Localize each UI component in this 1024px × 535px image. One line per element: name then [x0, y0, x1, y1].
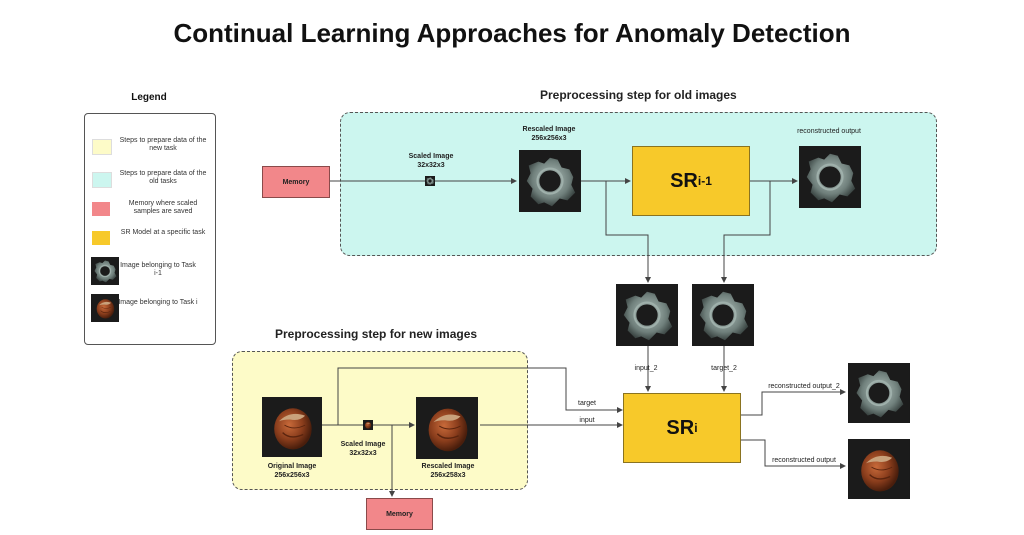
legend-text-sr-model: SR Model at a specific task [120, 229, 206, 236]
target-2-label: target_2 [711, 365, 737, 372]
old-scaled-image-label: Scaled Image [408, 153, 454, 160]
new-images-region-label: Preprocessing step for new images [275, 327, 478, 341]
legend-text-memory: Memory where scaled samples are saved [128, 200, 198, 215]
legend-gear-part-icon [91, 257, 119, 285]
reconstructed-output-2-image [848, 363, 910, 423]
sr-current-base: SR [666, 416, 695, 439]
old-rescaled-image-label: Rescaled Image [522, 126, 576, 133]
legend-text-task-i-1: Image belonging to Task i-1 [120, 262, 196, 277]
legend-swatch-sr-model [92, 231, 110, 245]
input-2-image [616, 284, 678, 346]
old-rescaled-image [519, 150, 581, 212]
old-rescaled-image-dims: 256x256x3 [531, 135, 567, 142]
reconstructed-output-image [848, 439, 910, 499]
target-2-image [692, 284, 754, 346]
old-images-region-label: Preprocessing step for old images [540, 88, 737, 102]
new-rescaled-image-dims: 256x258x3 [430, 472, 466, 479]
diagram-title: Continual Learning Approaches for Anomal… [173, 18, 851, 48]
original-image-label: Original Image [267, 463, 317, 470]
legend-hazelnut-icon [91, 294, 119, 322]
memory-old: Memory [262, 166, 330, 198]
legend-text-new-task: Steps to prepare data of the new task [119, 137, 207, 152]
legend-swatch-new-task [92, 139, 112, 155]
legend-text-task-i: Image belonging to Task i [118, 299, 198, 306]
old-scaled-image-dims: 32x32x3 [417, 162, 445, 169]
original-image [262, 397, 322, 457]
new-scaled-image-thumbnail [363, 420, 373, 430]
input-label: input [579, 417, 595, 424]
new-rescaled-image-label: Rescaled Image [421, 463, 475, 470]
legend-swatch-old-tasks [92, 172, 112, 188]
legend-text-old-tasks: Steps to prepare data of the old tasks [119, 170, 207, 185]
new-scaled-image-label: Scaled Image [340, 441, 386, 448]
memory-new: Memory [366, 498, 433, 530]
sr-current-sub: i [694, 421, 698, 435]
old-reconstructed-output [799, 146, 861, 208]
reconstructed-output-2-label: reconstructed output_2 [768, 383, 840, 390]
input-2-label: input_2 [634, 365, 658, 372]
old-output-label: reconstructed output [797, 128, 861, 135]
legend-swatch-memory [92, 202, 110, 216]
old-scaled-image-thumbnail [425, 176, 435, 186]
target-label: target [578, 400, 596, 407]
sr-prev-sub: i-1 [697, 174, 712, 188]
reconstructed-output-label: reconstructed output [772, 457, 836, 464]
original-image-dims: 256x256x3 [274, 472, 310, 479]
new-scaled-image-dims: 32x32x3 [349, 450, 377, 457]
legend-title: Legend [131, 92, 167, 103]
sr-prev-base: SR [670, 169, 698, 192]
new-rescaled-image [416, 397, 478, 459]
